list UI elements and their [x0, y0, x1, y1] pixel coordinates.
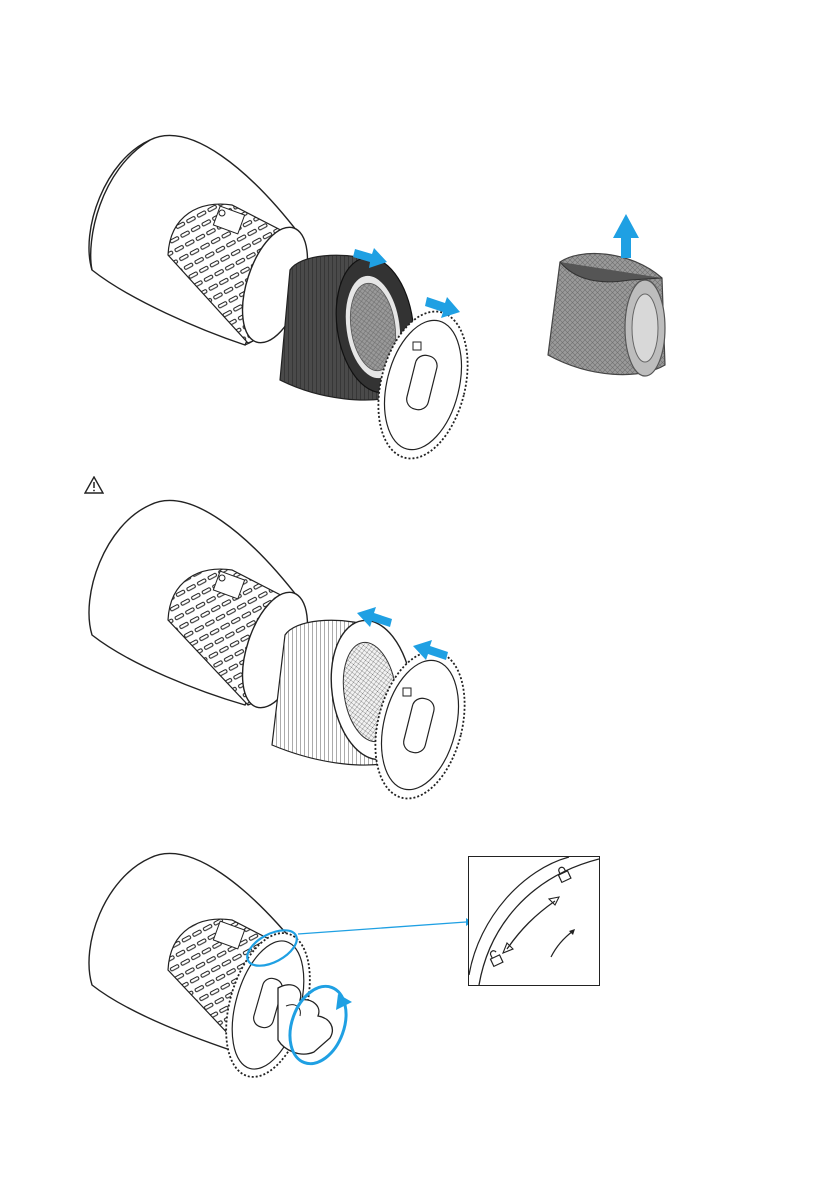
- arrow-up: [613, 214, 639, 258]
- leader-line: [298, 922, 466, 934]
- step-insert-filter: [0, 470, 840, 830]
- double-arrow-icon: [503, 897, 559, 953]
- removed-filter: [548, 214, 665, 376]
- purifier-body: [89, 854, 325, 1087]
- step3-illustration: [0, 830, 840, 1130]
- step-lock-cover: [0, 830, 840, 1130]
- step1-illustration: [0, 0, 840, 470]
- lock-detail-inset: [468, 856, 600, 986]
- step2-illustration: [0, 470, 840, 830]
- rotate-arrow-icon: [551, 929, 575, 957]
- unlock-icon: [488, 949, 503, 966]
- step-remove-filter: [0, 0, 840, 470]
